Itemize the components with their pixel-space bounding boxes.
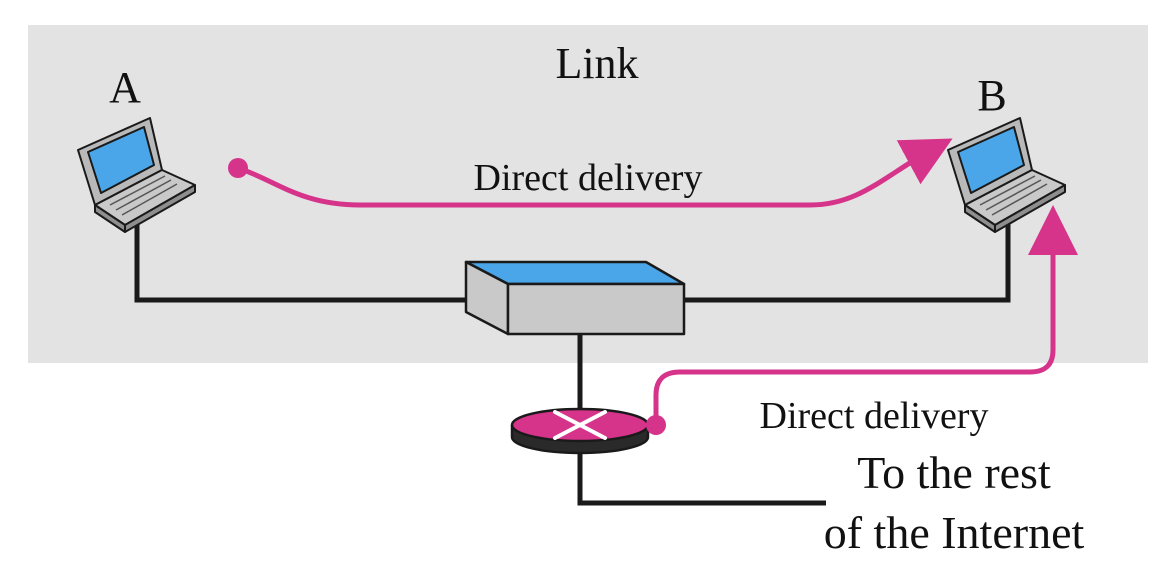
direct-delivery-path-a-to-b <box>235 138 953 208</box>
delivery-paths <box>235 138 1078 428</box>
host-b-label: B <box>977 71 1006 120</box>
path-start-dot-router <box>646 415 666 435</box>
direct-delivery-label-bottom: Direct delivery <box>760 395 989 437</box>
internet-label-line2: of the Internet <box>824 507 1085 558</box>
wire-host-a-switch <box>134 222 466 303</box>
switch-icon <box>464 260 686 336</box>
internet-label-line1: To the rest <box>857 447 1051 498</box>
wire-router-internet <box>577 448 826 506</box>
direct-delivery-path-router-to-b <box>653 205 1078 428</box>
wires <box>134 222 1011 506</box>
link-title: Link <box>555 39 638 88</box>
path-start-dot-a <box>228 158 248 178</box>
laptop-a-icon <box>77 117 196 233</box>
host-a-label: A <box>109 63 141 112</box>
router-icon <box>510 407 650 455</box>
wire-switch-host-b <box>684 222 1011 303</box>
direct-delivery-label-top: Direct delivery <box>474 157 703 199</box>
